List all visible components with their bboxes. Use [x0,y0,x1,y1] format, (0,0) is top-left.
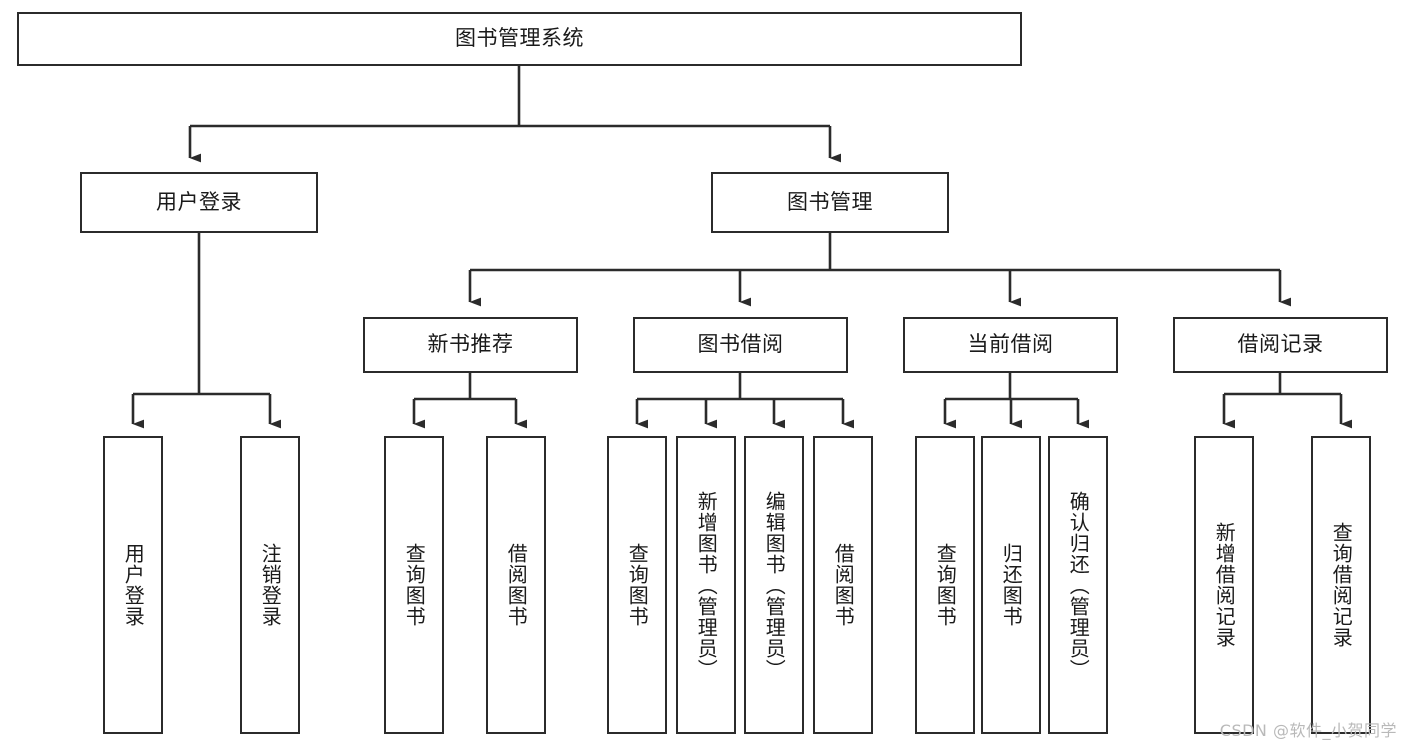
leaf-borrow-record-query[interactable]: 查询借阅记录 [1311,436,1371,734]
leaf-book-borrow-query-label: 查询图书 [625,543,650,627]
leaf-current-borrow-confirm[interactable]: 确认归还（管理员） [1048,436,1108,734]
leaf-user-login-signin-label: 用户登录 [121,543,146,627]
node-user-login[interactable]: 用户登录 [80,172,318,233]
leaf-new-book-query-label: 查询图书 [402,543,427,627]
node-book-management[interactable]: 图书管理 [711,172,949,233]
leaf-new-book-borrow[interactable]: 借阅图书 [486,436,546,734]
leaf-new-book-borrow-label: 借阅图书 [504,543,529,627]
leaf-current-borrow-return-label: 归还图书 [999,543,1024,627]
node-new-book-recommend[interactable]: 新书推荐 [363,317,578,373]
node-book-borrow[interactable]: 图书借阅 [633,317,848,373]
node-current-borrow[interactable]: 当前借阅 [903,317,1118,373]
leaf-book-borrow-add[interactable]: 新增图书（管理员） [676,436,736,734]
leaf-borrow-record-add-label: 新增借阅记录 [1212,522,1237,648]
leaf-book-borrow-add-label: 新增图书（管理员） [694,490,719,680]
node-book-management-label: 图书管理 [787,189,873,214]
leaf-current-borrow-query[interactable]: 查询图书 [915,436,975,734]
leaf-book-borrow-edit-label: 编辑图书（管理员） [762,490,787,680]
node-borrow-record[interactable]: 借阅记录 [1173,317,1388,373]
node-borrow-record-label: 借阅记录 [1237,332,1324,357]
node-new-book-recommend-label: 新书推荐 [427,332,514,357]
leaf-borrow-record-add[interactable]: 新增借阅记录 [1194,436,1254,734]
leaf-user-login-signout[interactable]: 注销登录 [240,436,300,734]
leaf-current-borrow-confirm-label: 确认归还（管理员） [1066,490,1091,680]
node-root-system[interactable]: 图书管理系统 [17,12,1022,66]
leaf-book-borrow-lend-label: 借阅图书 [831,543,856,627]
leaf-book-borrow-edit[interactable]: 编辑图书（管理员） [744,436,804,734]
leaf-borrow-record-query-label: 查询借阅记录 [1329,522,1354,648]
leaf-book-borrow-query[interactable]: 查询图书 [607,436,667,734]
leaf-book-borrow-lend[interactable]: 借阅图书 [813,436,873,734]
node-current-borrow-label: 当前借阅 [967,332,1054,357]
node-root-system-label: 图书管理系统 [455,26,584,51]
leaf-new-book-query[interactable]: 查询图书 [384,436,444,734]
csdn-watermark: CSDN @软件_小贺同学 [1219,721,1397,740]
leaf-user-login-signin[interactable]: 用户登录 [103,436,163,734]
leaf-current-borrow-query-label: 查询图书 [933,543,958,627]
node-user-login-label: 用户登录 [156,189,242,214]
node-book-borrow-label: 图书借阅 [697,332,784,357]
leaf-current-borrow-return[interactable]: 归还图书 [981,436,1041,734]
leaf-user-login-signout-label: 注销登录 [258,543,283,627]
